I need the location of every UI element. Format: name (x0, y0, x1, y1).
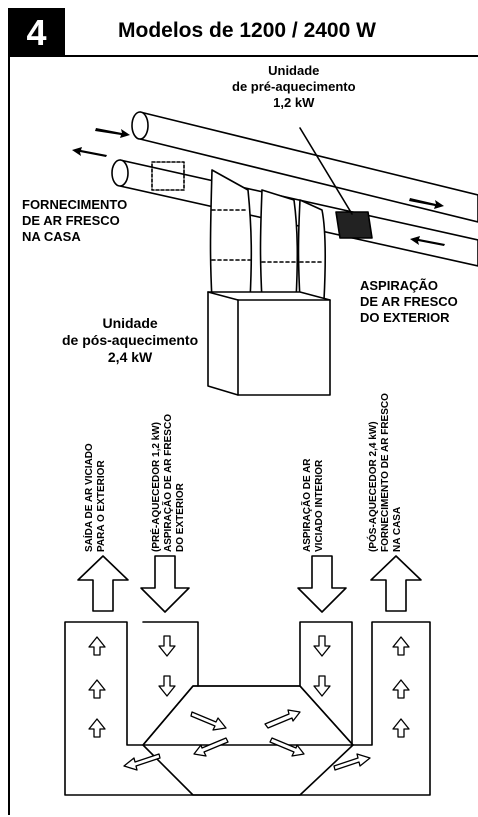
pre-heater-unit (299, 127, 373, 239)
fresh-air-intake-label: ASPIRAÇÃO DE AR FRESCO DO EXTERIOR (360, 278, 458, 325)
post-heater-unit (151, 161, 185, 191)
post-heater-label: Unidade de pós-aquecimento 2,4 kW (62, 315, 199, 365)
exhaust-out-arrow (77, 555, 129, 612)
fresh-out-arrow (370, 555, 422, 612)
flow-small-arrows (88, 635, 410, 771)
fresh-in-arrow (140, 555, 190, 613)
flow-schematic (64, 555, 431, 796)
page-frame-top (8, 55, 478, 57)
stale-in-arrow (297, 555, 347, 613)
ventilator-cabinet (207, 291, 331, 396)
page-frame-left (8, 55, 10, 815)
duct-pipes (111, 111, 478, 301)
fresh-air-supply-label: FORNECIMENTO DE AR FRESCO NA CASA (22, 197, 128, 244)
pipe-flow-arrows (72, 128, 445, 246)
step-number-badge: 4 (8, 8, 65, 57)
page-title: Modelos de 1200 / 2400 W (118, 19, 376, 42)
pre-heater-label: Unidade de pré-aquecimento 1,2 kW (232, 63, 356, 110)
